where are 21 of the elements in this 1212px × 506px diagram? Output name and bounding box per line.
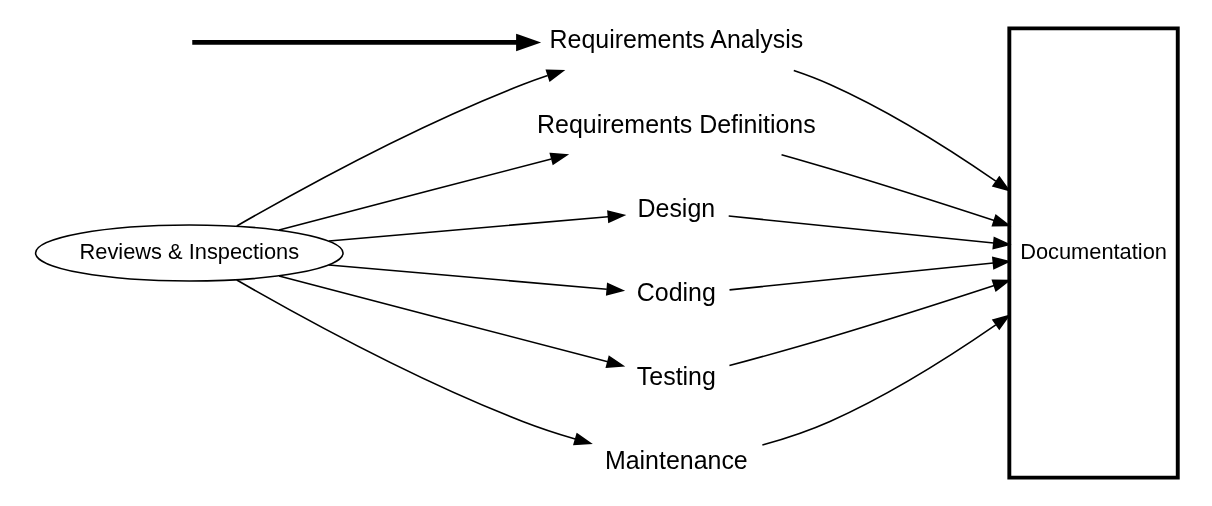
arrow	[728, 279, 1011, 367]
node-text: Design	[637, 193, 715, 222]
arrow	[792, 69, 1011, 192]
node-text: Coding	[636, 278, 716, 307]
arrow	[277, 275, 625, 368]
arrow	[277, 152, 569, 231]
node-text: Requirements Analysis	[549, 25, 803, 54]
arrow	[780, 154, 1011, 227]
arrow	[191, 33, 541, 52]
arrow	[327, 264, 625, 296]
arrow	[728, 256, 1011, 291]
arrow	[727, 215, 1012, 250]
arrow	[235, 69, 565, 227]
node-box: Documentation	[1006, 26, 1180, 480]
arrow	[327, 210, 626, 242]
arrow	[761, 314, 1011, 446]
node-ellipse: Reviews & Inspections	[34, 224, 344, 282]
node-text: Requirements Definitions	[536, 109, 816, 138]
arrow	[235, 279, 593, 446]
node-text: Maintenance	[604, 446, 748, 475]
node-text: Testing	[636, 362, 716, 391]
